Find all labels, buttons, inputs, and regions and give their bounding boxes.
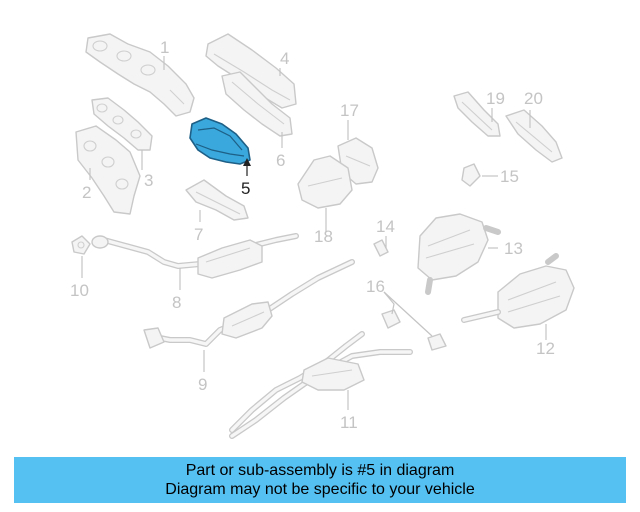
callout-11: 11: [340, 413, 358, 432]
part-11-center-pipe: [229, 331, 413, 439]
part-8-front-pipe: [91, 233, 299, 279]
part-1-exhaust-manifold: [85, 33, 195, 117]
part-2-manifold: [75, 125, 141, 215]
callouts: 1 2 3 4 5 6 7 8 9 10 11 12 13 14 15 16 1…: [70, 38, 555, 432]
callout-15: 15: [500, 167, 519, 186]
callout-2: 2: [82, 183, 91, 202]
part-13-muffler: [417, 213, 501, 295]
part-15-hanger: [461, 163, 481, 187]
callout-14: 14: [376, 217, 395, 236]
part-12-muffler: [461, 253, 575, 329]
exhaust-parts-diagram: 1 2 3 4 5 6 7 8 9 10 11 12 13 14 15 16 1…: [70, 33, 575, 439]
callout-6: 6: [276, 151, 285, 170]
part-14-clamp: [373, 239, 389, 257]
part-10-gasket: [71, 235, 91, 255]
part-16-clamps: [381, 309, 447, 351]
callout-8: 8: [172, 293, 181, 312]
part-3-gasket: [91, 97, 153, 151]
callout-16: 16: [366, 277, 385, 296]
callout-19: 19: [486, 89, 505, 108]
callout-1: 1: [160, 38, 169, 57]
callout-13: 13: [504, 239, 523, 258]
part-20-bracket: [505, 109, 563, 163]
callout-9: 9: [198, 375, 207, 394]
banner-line-disclaimer: Diagram may not be specific to your vehi…: [165, 481, 475, 498]
part-6-bracket: [221, 71, 293, 137]
callout-10: 10: [70, 281, 89, 300]
callout-5: 5: [241, 179, 250, 198]
part-7-bracket: [185, 179, 249, 221]
callout-3: 3: [144, 171, 153, 190]
callout-18: 18: [314, 227, 333, 246]
leader-lines: [81, 56, 547, 410]
callout-17: 17: [340, 101, 359, 120]
callout-7: 7: [194, 225, 203, 244]
callout-20: 20: [524, 89, 543, 108]
banner-line-part-number: Part or sub-assembly is #5 in diagram: [185, 462, 455, 479]
part-19-bracket: [453, 91, 501, 137]
part-5-heat-shield-highlighted: [189, 117, 251, 165]
part-4-heat-shield: [205, 33, 297, 109]
info-banner: Part or sub-assembly is #5 in diagram Di…: [14, 457, 626, 503]
callout-4: 4: [280, 49, 289, 68]
part-18-heat-shield: [297, 155, 353, 209]
part-9-front-pipe: [143, 259, 355, 349]
callout-12: 12: [536, 339, 555, 358]
